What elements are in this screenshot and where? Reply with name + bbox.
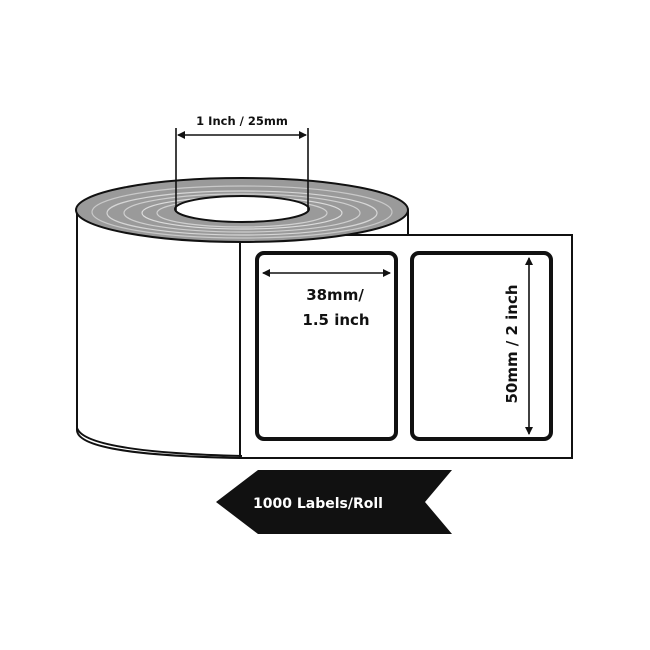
label-width-text: 38mm/: [306, 286, 364, 304]
roll-winding-rings: [91, 185, 393, 239]
label-width-alt-text: 1.5 inch: [302, 311, 369, 329]
roll-core-hole: [174, 195, 310, 223]
roll-count-banner: [216, 470, 452, 534]
roll-count-label: 1000 Labels/Roll: [253, 496, 383, 512]
label-height-text: 50mm / 2 inch: [503, 284, 521, 403]
label-1: [255, 251, 398, 441]
core-dimension-label: 1 Inch / 25mm: [196, 114, 288, 128]
roll-bottom-curve: [76, 427, 243, 457]
label-2: [410, 251, 553, 441]
